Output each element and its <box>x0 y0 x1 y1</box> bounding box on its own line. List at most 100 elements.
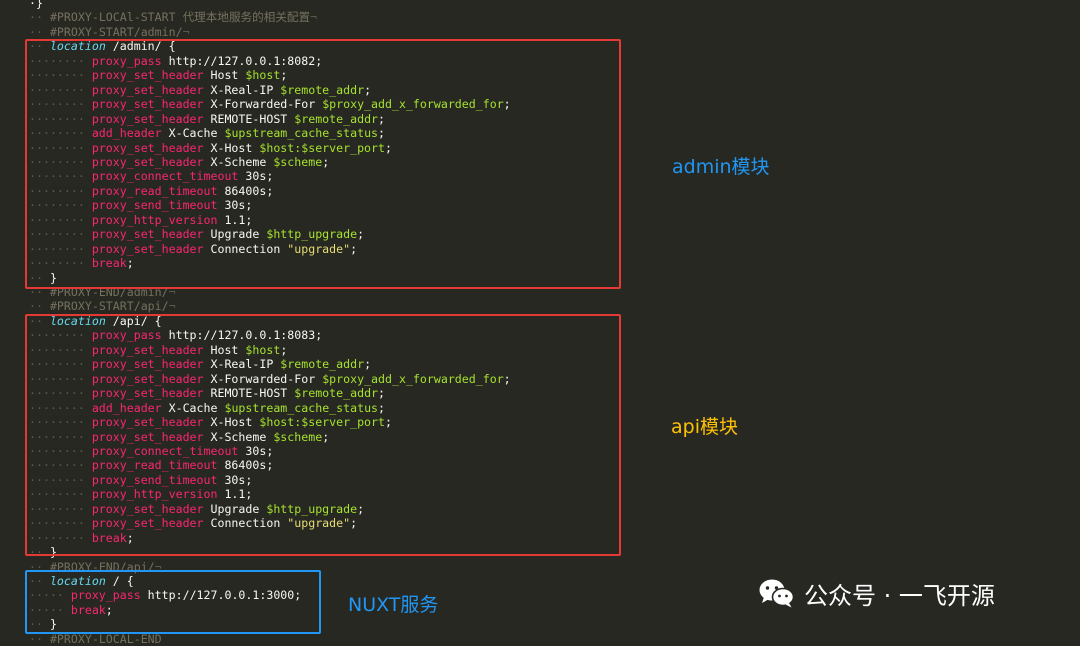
code-token: #PROXY-START/api/ <box>49 299 169 314</box>
code-token: http://127.0.0.1:8083; <box>161 328 323 343</box>
code-token: proxy_send_timeout <box>91 198 218 213</box>
admin-module-box <box>25 39 621 289</box>
code-token: $host <box>245 342 281 357</box>
code-token: ·· <box>29 617 50 632</box>
code-token: proxy_set_header <box>91 140 204 155</box>
code-line: ·· #PROXY-LOCAl-START 代理本地服务的相关配置¬ <box>29 10 317 25</box>
code-token: ·· <box>29 270 50 285</box>
code-line: ········ proxy_set_header X-Forwarded-Fo… <box>29 97 511 112</box>
code-token: $remote_addr <box>294 386 379 401</box>
code-token: ········ <box>29 227 92 242</box>
code-token: proxy_set_header <box>91 415 204 430</box>
code-token: Host <box>203 68 246 83</box>
code-token: Connection <box>203 516 288 531</box>
code-line: ········ proxy_set_header REMOTE-HOST $r… <box>29 386 385 401</box>
code-token: ········ <box>29 68 92 83</box>
code-line: ········ proxy_pass http://127.0.0.1:808… <box>29 328 322 343</box>
code-token: 30s; <box>217 472 253 487</box>
watermark: 公众号 · 一飞开源 <box>758 577 995 610</box>
code-token: 86400s; <box>217 183 274 198</box>
code-token: } <box>49 270 57 285</box>
code-token: ; <box>378 400 386 415</box>
code-token: ; <box>503 97 511 112</box>
code-token: } <box>49 545 57 560</box>
code-line: ········ proxy_pass http://127.0.0.1:808… <box>29 54 322 69</box>
code-token: proxy_set_header <box>91 82 204 97</box>
code-token: ········ <box>29 487 92 502</box>
code-line: ········ proxy_set_header X-Scheme $sche… <box>29 430 329 445</box>
code-line: ········ proxy_connect_timeout 30s; <box>29 169 273 184</box>
code-token: proxy_set_header <box>91 97 204 112</box>
code-token: $http_upgrade <box>266 501 358 516</box>
code-token: X-Real-IP <box>203 357 281 372</box>
code-token: ; <box>105 602 113 617</box>
code-token: ········ <box>29 212 92 227</box>
code-token: ········ <box>29 140 92 155</box>
code-token: ········ <box>29 429 92 444</box>
code-token: } <box>49 617 57 632</box>
code-token: ·· <box>29 299 50 314</box>
code-token: ¬ <box>182 24 190 39</box>
nuxt-service-label: NUXT服务 <box>348 594 439 616</box>
code-token: ········ <box>29 458 92 473</box>
code-token: proxy_send_timeout <box>91 472 218 487</box>
code-token: proxy_set_header <box>91 429 204 444</box>
code-line: ·· #PROXY-START/api/¬ <box>29 299 176 314</box>
code-token: #PROXY-LOCAl-START 代理本地服务的相关配置 <box>49 10 311 25</box>
code-token: ¬ <box>154 559 162 574</box>
code-line: ········ proxy_set_header X-Real-IP $rem… <box>29 357 371 372</box>
code-line: ·· location /admin/ { <box>29 39 176 54</box>
code-token: ····· <box>29 588 71 603</box>
code-token: ; <box>322 429 330 444</box>
code-token: 30s; <box>238 169 274 184</box>
code-token: ········ <box>29 400 92 415</box>
code-token: ········ <box>29 256 92 271</box>
code-token: $upstream_cache_status <box>224 400 379 415</box>
code-token: $proxy_add_x_forwarded_for <box>322 371 504 386</box>
code-token: ·· <box>29 39 50 54</box>
code-token: proxy_pass <box>91 328 162 343</box>
code-token: ········ <box>29 53 92 68</box>
code-token: ; <box>350 516 358 531</box>
code-token: /api/ { <box>105 313 162 328</box>
code-token: $scheme <box>273 429 323 444</box>
code-line: ········ proxy_set_header Host $host; <box>29 343 287 358</box>
api-module-label: api模块 <box>671 416 738 438</box>
code-token: proxy_set_header <box>91 342 204 357</box>
code-token: $remote_addr <box>294 111 379 126</box>
code-token: X-Cache <box>161 400 225 415</box>
code-token: X-Scheme <box>203 429 274 444</box>
code-line: ·} <box>29 0 43 11</box>
code-token: REMOTE-HOST <box>203 111 295 126</box>
code-token: ········ <box>29 516 92 531</box>
code-token: add_header <box>91 400 162 415</box>
code-token: ········ <box>29 530 92 545</box>
code-token: location <box>49 39 106 54</box>
code-token: http://127.0.0.1:3000; <box>140 588 302 603</box>
code-line: ········ break; <box>29 256 134 271</box>
code-token: ····· <box>29 602 71 617</box>
code-token: X-Real-IP <box>203 82 281 97</box>
code-token: $scheme <box>273 154 323 169</box>
code-token: ¬ <box>310 10 318 25</box>
wechat-icon <box>758 577 796 609</box>
code-line: ········ proxy_http_version 1.1; <box>29 487 252 502</box>
code-token: X-Forwarded-For <box>203 97 323 112</box>
code-token: REMOTE-HOST <box>203 386 295 401</box>
code-token: ; <box>350 241 358 256</box>
code-token: proxy_set_header <box>91 371 204 386</box>
code-token: ; <box>385 415 392 430</box>
code-line: ·· location /api/ { <box>29 314 162 329</box>
code-line: ········ proxy_http_version 1.1; <box>29 213 252 228</box>
code-token: ; <box>503 371 511 386</box>
code-token: ········ <box>29 183 92 198</box>
code-token: ; <box>378 386 386 401</box>
code-line: ········ proxy_set_header Connection "up… <box>29 242 357 257</box>
code-token: /admin/ { <box>105 39 176 54</box>
code-token: proxy_read_timeout <box>91 458 218 473</box>
code-line: ·· } <box>29 617 57 632</box>
code-token: ·· <box>29 24 50 39</box>
code-token: proxy_set_header <box>91 501 204 516</box>
code-token: $upstream_cache_status <box>224 126 379 141</box>
code-line: ·· #PROXY-START/admin/¬ <box>29 25 190 40</box>
